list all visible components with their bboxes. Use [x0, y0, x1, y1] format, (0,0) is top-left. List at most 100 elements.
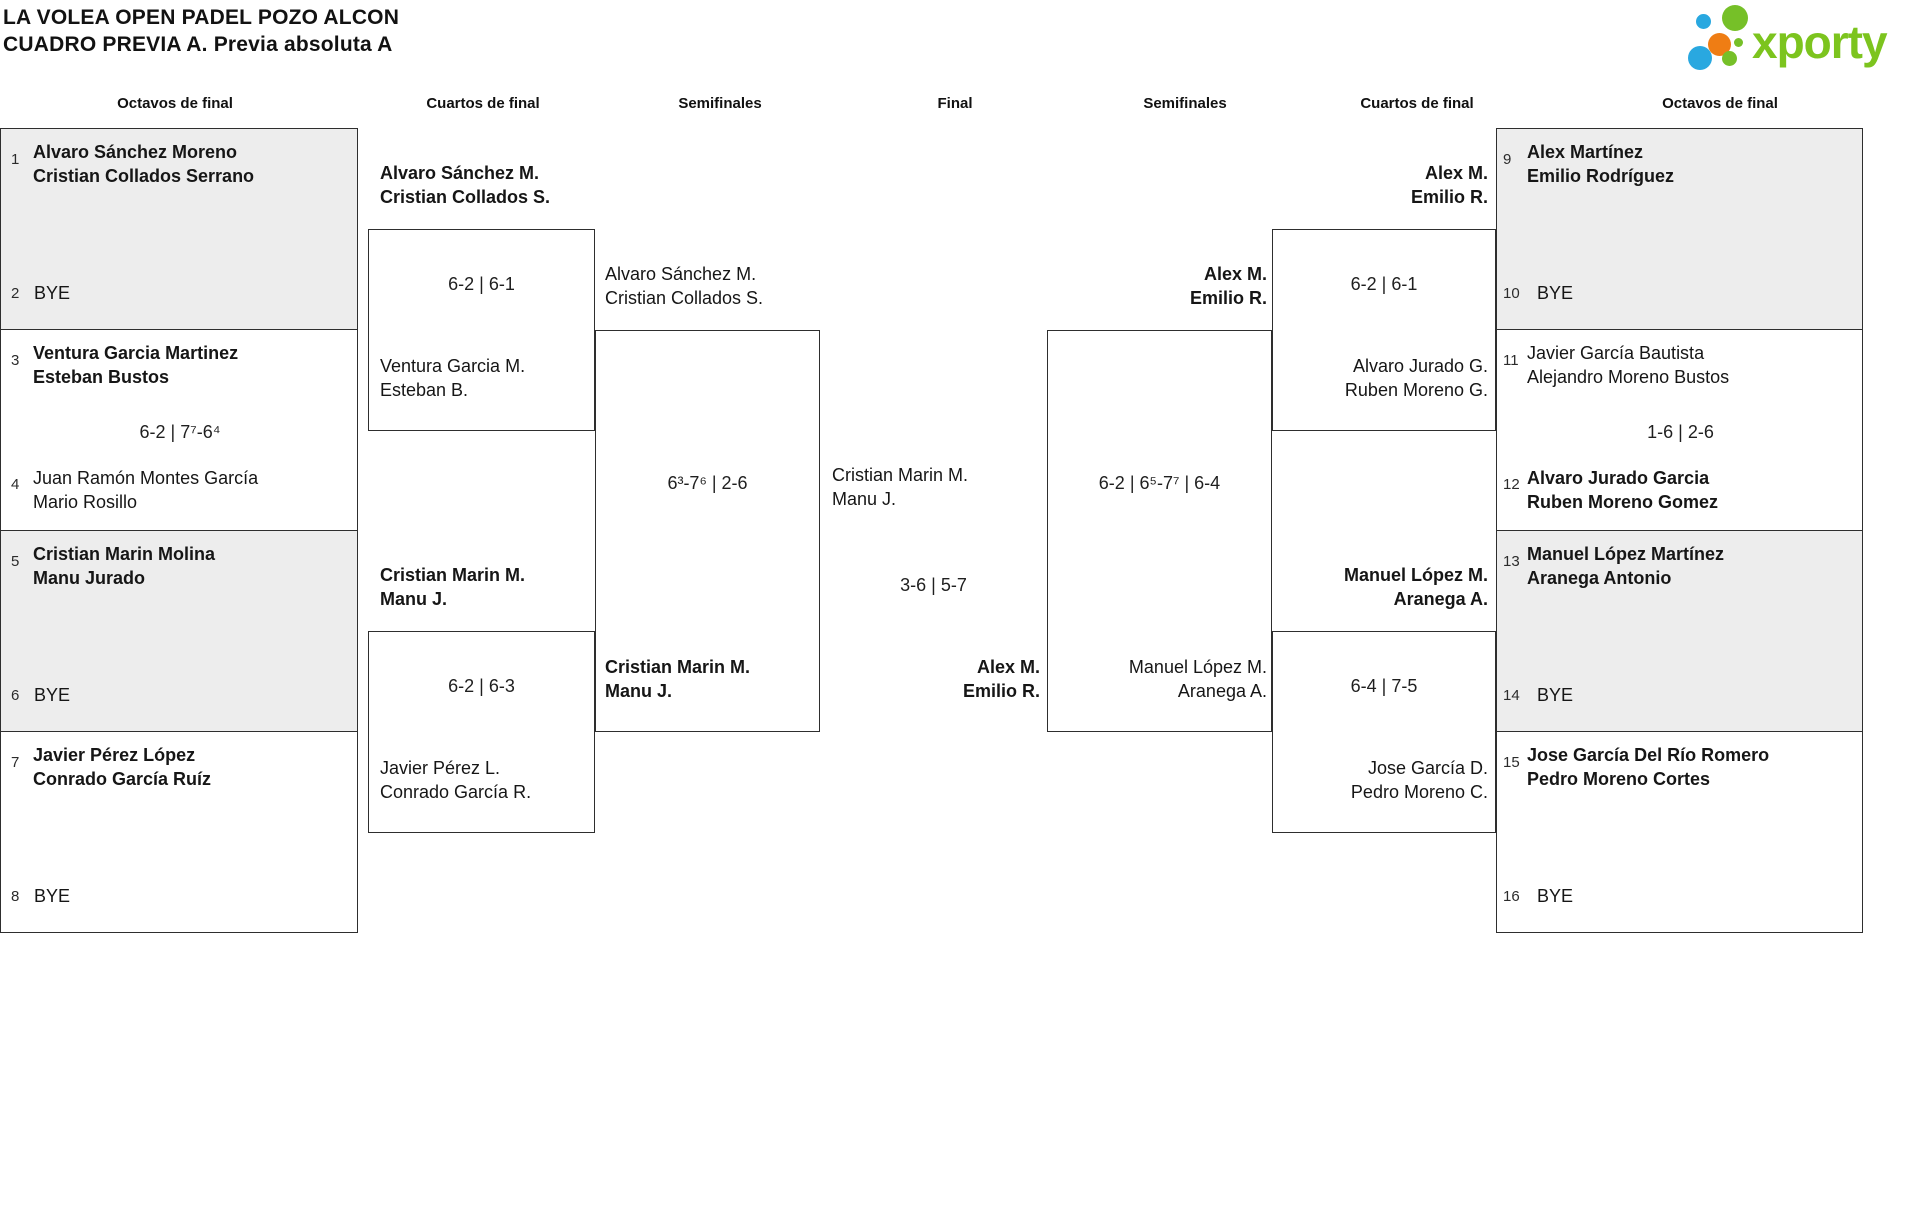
- player-name: Manu J.: [605, 681, 673, 701]
- team-entry: Alex M. Emilio R.: [963, 655, 1040, 703]
- round-header-cuartos-right: Cuartos de final: [1360, 95, 1474, 112]
- player-name: Manu Jurado: [33, 568, 146, 588]
- match-score: 6-4 | 7-5: [1350, 676, 1418, 696]
- team-entry: Manuel López M. Aranega A.: [1129, 655, 1267, 703]
- bye-entry: BYE: [1537, 685, 1574, 705]
- team-entry: Ventura Garcia M. Esteban B.: [380, 354, 525, 402]
- player-name: Javier Pérez L.: [380, 758, 501, 778]
- logo-dot-green-tiny: [1734, 38, 1743, 47]
- round-header-semifinales-left: Semifinales: [678, 95, 762, 112]
- team-entry: Javier Pérez L. Conrado García R.: [380, 756, 531, 804]
- team-entry: Cristian Marin M. Manu J.: [832, 463, 968, 511]
- bye-entry: BYE: [34, 685, 71, 705]
- seed-16: 16: [1503, 888, 1520, 905]
- player-name: Alvaro Sánchez Moreno: [33, 142, 238, 162]
- seed-14: 14: [1503, 687, 1520, 704]
- team-entry: Alex M. Emilio R.: [1411, 161, 1488, 209]
- player-name: Cristian Marin M.: [380, 565, 526, 585]
- match-score: 6-2 | 6-1: [1350, 274, 1418, 294]
- player-name: Esteban Bustos: [33, 367, 170, 387]
- logo-dot-green-small: [1722, 51, 1737, 66]
- match-box-octavos-9-10: 9 Alex Martínez Emilio Rodríguez 10 BYE: [1496, 128, 1863, 330]
- match-box-octavos-11-12: 11 Javier García Bautista Alejandro More…: [1496, 329, 1863, 531]
- match-box-octavos-5-6: 5 Cristian Marin Molina Manu Jurado 6 BY…: [0, 530, 358, 732]
- round-header-semifinales-right: Semifinales: [1143, 95, 1227, 112]
- team-entry: Manuel López M. Aranega A.: [1344, 563, 1488, 611]
- team-entry: Alvaro Jurado Garcia Ruben Moreno Gomez: [1527, 466, 1718, 514]
- team-entry: Ventura Garcia Martinez Esteban Bustos: [33, 341, 238, 389]
- player-name: Javier García Bautista: [1527, 343, 1705, 363]
- team-entry: Javier García Bautista Alejandro Moreno …: [1527, 341, 1729, 389]
- match-score: 6-2 | 6-1: [448, 274, 515, 294]
- match-box-cuartos-right-2: [1272, 631, 1496, 833]
- player-name: Mario Rosillo: [33, 492, 138, 512]
- player-name: Emilio R.: [1410, 187, 1488, 207]
- player-name: Ruben Moreno Gomez: [1527, 492, 1719, 512]
- player-name: Cristian Marin M.: [832, 465, 969, 485]
- match-score: 6-2 | 7⁷-6⁴: [139, 422, 221, 442]
- player-name: Javier Pérez López: [33, 745, 196, 765]
- player-name: Manuel López Martínez: [1527, 544, 1725, 564]
- team-entry: Alex Martínez Emilio Rodríguez: [1527, 140, 1674, 188]
- team-entry: Jose García Del Río Romero Pedro Moreno …: [1527, 743, 1769, 791]
- match-box-octavos-13-14: 13 Manuel López Martínez Aranega Antonio…: [1496, 530, 1863, 732]
- team-entry: Jose García D. Pedro Moreno C.: [1351, 756, 1488, 804]
- player-name: Aranega A.: [1177, 681, 1267, 701]
- match-box-semifinal-left: [595, 330, 820, 732]
- team-entry: Cristian Marin M. Manu J.: [605, 655, 750, 703]
- player-name: Conrado García Ruíz: [33, 769, 212, 789]
- seed-5: 5: [11, 553, 20, 570]
- logo-dot-blue-large: [1688, 46, 1712, 70]
- seed-4: 4: [11, 476, 20, 493]
- team-entry: Alvaro Sánchez M. Cristian Collados S.: [380, 161, 550, 209]
- logo-wordmark: xporty: [1752, 16, 1888, 68]
- round-header-octavos-left: Octavos de final: [117, 95, 233, 112]
- seed-10: 10: [1503, 285, 1520, 302]
- player-name: Aranega Antonio: [1527, 568, 1672, 588]
- player-name: Alvaro Sánchez M.: [605, 264, 757, 284]
- match-box-cuartos-left-1: [368, 229, 595, 431]
- match-score: 1-6 | 2-6: [1647, 422, 1714, 442]
- xporty-logo: xporty: [1682, 4, 1920, 70]
- seed-12: 12: [1503, 476, 1520, 493]
- player-name: Emilio R.: [1189, 288, 1267, 308]
- player-name: Ventura Garcia Martinez: [33, 343, 239, 363]
- player-name: Manu J.: [832, 489, 897, 509]
- player-name: Ruben Moreno G.: [1344, 380, 1488, 400]
- seed-15: 15: [1503, 754, 1520, 771]
- seed-7: 7: [11, 754, 20, 771]
- team-entry: Cristian Marin M. Manu J.: [380, 563, 525, 611]
- logo-dot-orange: [1708, 33, 1731, 56]
- tournament-title: LA VOLEA OPEN PADEL POZO ALCON CUADRO PR…: [3, 4, 399, 58]
- match-score: 6³-7⁶ | 2-6: [667, 473, 748, 493]
- bye-entry: BYE: [1537, 283, 1574, 303]
- match-box-cuartos-right-1: [1272, 229, 1496, 431]
- match-box-semifinal-right: [1047, 330, 1272, 732]
- player-name: Cristian Collados Serrano: [33, 166, 255, 186]
- player-name: Pedro Moreno Cortes: [1527, 769, 1711, 789]
- match-box-cuartos-left-2: [368, 631, 595, 833]
- seed-1: 1: [11, 151, 20, 168]
- match-score: 6-2 | 6-3: [448, 676, 515, 696]
- match-box-octavos-15-16: 15 Jose García Del Río Romero Pedro More…: [1496, 731, 1863, 933]
- match-score: 3-6 | 5-7: [900, 575, 967, 595]
- seed-2: 2: [11, 285, 20, 302]
- player-name: Aranega A.: [1393, 589, 1488, 609]
- player-name: Cristian Collados S.: [605, 288, 764, 308]
- match-box-octavos-1-2: 1 Alvaro Sánchez Moreno Cristian Collado…: [0, 128, 358, 330]
- match-box-octavos-7-8: 7 Javier Pérez López Conrado García Ruíz…: [0, 731, 358, 933]
- player-name: Esteban B.: [380, 380, 469, 400]
- player-name: Manuel López M.: [1344, 565, 1488, 585]
- bye-entry: BYE: [1537, 886, 1574, 906]
- player-name: Emilio Rodríguez: [1527, 166, 1675, 186]
- seed-13: 13: [1503, 553, 1520, 570]
- player-name: Manuel López M.: [1128, 657, 1267, 677]
- team-entry: Alvaro Sánchez M. Cristian Collados S.: [605, 262, 763, 310]
- team-entry: Manuel López Martínez Aranega Antonio: [1527, 542, 1724, 590]
- player-name: Alex M.: [976, 657, 1040, 677]
- player-name: Manu J.: [380, 589, 448, 609]
- player-name: Alvaro Sánchez M.: [380, 163, 540, 183]
- round-header-cuartos-left: Cuartos de final: [426, 95, 540, 112]
- player-name: Alvaro Jurado Garcia: [1527, 468, 1710, 488]
- player-name: Cristian Marin M.: [605, 657, 751, 677]
